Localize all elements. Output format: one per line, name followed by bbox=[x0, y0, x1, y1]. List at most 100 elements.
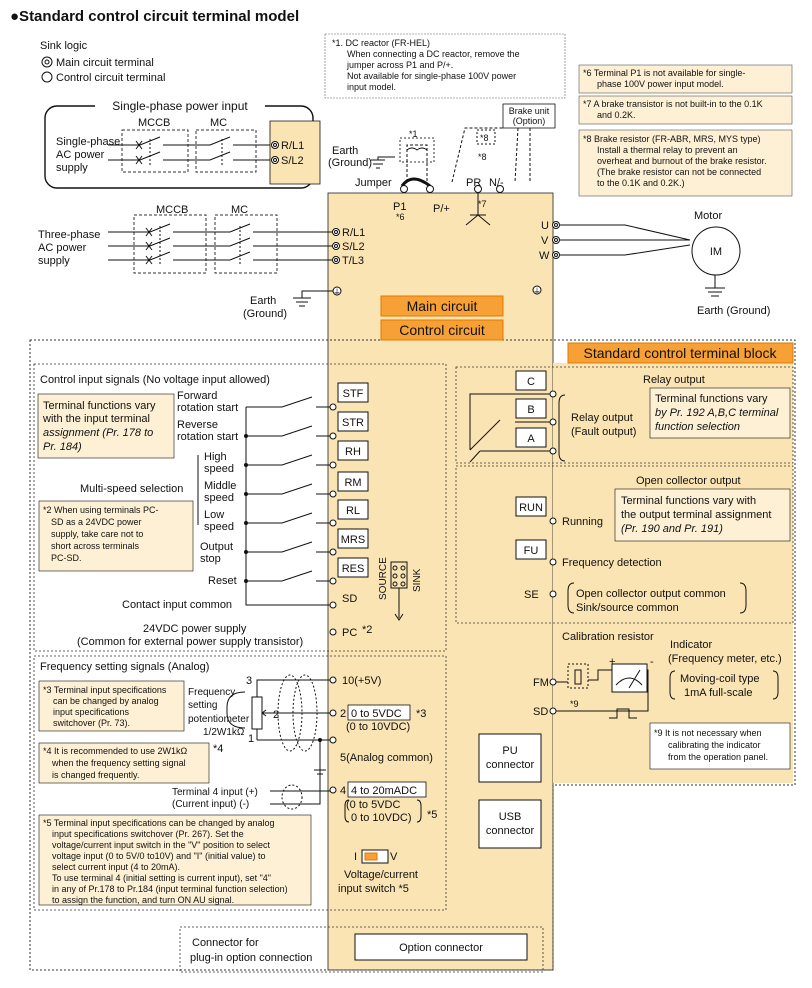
svg-text:(Ground): (Ground) bbox=[328, 157, 372, 169]
svg-text:can be changed by analog: can be changed by analog bbox=[53, 696, 159, 706]
svg-text:V: V bbox=[390, 851, 398, 863]
svg-text:C: C bbox=[527, 376, 535, 388]
jumper-bar bbox=[400, 177, 431, 188]
svg-text:by Pr. 192 A,B,C terminal: by Pr. 192 A,B,C terminal bbox=[655, 407, 779, 419]
svg-text:speed: speed bbox=[204, 463, 234, 475]
svg-text:MRS: MRS bbox=[341, 534, 365, 546]
r-l1-terminal-sp: R/L1 bbox=[281, 140, 304, 152]
svg-text:*8 Brake resistor (FR-ABR, MR: *8 Brake resistor (FR-ABR, MRS, MYS type… bbox=[583, 134, 761, 144]
t-l3-terminal: T/L3 bbox=[342, 255, 364, 267]
svg-text:Pr. 184): Pr. 184) bbox=[43, 441, 82, 453]
svg-text:4: 4 bbox=[340, 785, 346, 797]
svg-text:in any of Pr.178 to Pr.184 (in: in any of Pr.178 to Pr.184 (input termin… bbox=[52, 884, 288, 894]
svg-text:speed: speed bbox=[204, 521, 234, 533]
sink-label: SINK bbox=[412, 568, 423, 592]
svg-text:Earth: Earth bbox=[250, 295, 276, 307]
svg-text:Low: Low bbox=[204, 509, 224, 521]
im-label: IM bbox=[710, 246, 722, 258]
svg-text:Sink/source common: Sink/source common bbox=[576, 602, 679, 614]
earth-ground-top: Earth (Ground) bbox=[328, 145, 372, 169]
svg-text:(Common for external power sup: (Common for external power supply transi… bbox=[77, 636, 303, 648]
pot-label: Frequency setting potentiometer 1/2W1kΩ bbox=[188, 687, 250, 738]
svg-text:(Frequency meter, etc.): (Frequency meter, etc.) bbox=[668, 653, 782, 665]
svg-text:STR: STR bbox=[342, 417, 364, 429]
option-connector bbox=[354, 933, 528, 961]
terminal4-input-label: Terminal 4 input (+) (Current input) (-) bbox=[172, 787, 258, 810]
svg-text:connector: connector bbox=[486, 759, 535, 771]
three-phase-wires bbox=[108, 223, 333, 266]
svg-text:*1: *1 bbox=[409, 129, 418, 139]
input-terminal-labels: STF STR RH RM RL MRS RES bbox=[341, 388, 365, 575]
pc-terminal: PC bbox=[342, 627, 357, 639]
freq-detection-label: Frequency detection bbox=[562, 557, 662, 569]
brake-unit-label: Brake unit (Option) bbox=[509, 106, 550, 126]
v-terminal: V bbox=[541, 235, 549, 247]
svg-text:2: 2 bbox=[273, 709, 279, 721]
note-pc-sd: *2 When using terminals PC- SD as a 24VD… bbox=[43, 505, 159, 563]
svg-text:is changed frequently.: is changed frequently. bbox=[52, 770, 139, 780]
legend-control-terminal: Control circuit terminal bbox=[56, 72, 165, 84]
input-switch-wires bbox=[245, 396, 333, 606]
p-plus-terminal: P/+ bbox=[433, 203, 450, 215]
u-terminal: U bbox=[541, 220, 549, 232]
svg-text:(Option): (Option) bbox=[513, 116, 546, 126]
relay-output-box bbox=[455, 366, 794, 464]
svg-text:STF: STF bbox=[343, 388, 364, 400]
svg-text:RM: RM bbox=[344, 477, 361, 489]
svg-text:Contact input common: Contact input common bbox=[122, 599, 232, 611]
svg-text:stop: stop bbox=[200, 553, 221, 565]
page-title: ●Standard control circuit terminal model bbox=[10, 8, 299, 25]
t2-range: 0 to 5VDC bbox=[351, 708, 402, 720]
svg-text:Option connector: Option connector bbox=[399, 942, 483, 954]
svg-text:*8: *8 bbox=[478, 152, 487, 162]
jumper-label: Jumper bbox=[355, 177, 392, 189]
w-terminal: W bbox=[539, 250, 550, 262]
svg-text:*2: *2 bbox=[362, 624, 372, 636]
svg-text:Terminal 4 input (+): Terminal 4 input (+) bbox=[172, 787, 258, 798]
motor-wires bbox=[560, 224, 725, 297]
svg-text:Not available for single-phase: Not available for single-phase 100V powe… bbox=[347, 71, 516, 81]
plug-in-label: Connector for plug-in option connection bbox=[190, 937, 312, 964]
svg-text:input specifications: input specifications bbox=[53, 707, 130, 717]
svg-text:⏚: ⏚ bbox=[533, 287, 541, 296]
fm-terminal: FM bbox=[533, 677, 549, 689]
note-brake-resistor: *8 Brake resistor (FR-ABR, MRS, MYS type… bbox=[583, 134, 767, 188]
single-phase-wires bbox=[108, 136, 275, 166]
fu-terminal: FU bbox=[524, 545, 539, 557]
svg-text:RES: RES bbox=[342, 563, 365, 575]
input-function-note: Terminal functions vary with the input t… bbox=[42, 400, 156, 453]
n-minus-terminal: N/- bbox=[489, 177, 504, 189]
control-input-heading: Control input signals (No voltage input … bbox=[40, 374, 270, 386]
legend-heading: Sink logic bbox=[40, 40, 88, 52]
svg-text:supply: supply bbox=[56, 162, 88, 174]
svg-text:PU: PU bbox=[502, 745, 517, 757]
svg-text:-: - bbox=[650, 656, 654, 668]
svg-text:voltage input (0 to 5V/0 to10V: voltage input (0 to 5V/0 to10V) and "I" … bbox=[52, 851, 266, 861]
svg-text:input specifications switchove: input specifications switchover (Pr. 267… bbox=[52, 829, 244, 839]
terminal-block-label-box bbox=[567, 342, 794, 364]
svg-text:RL: RL bbox=[346, 505, 360, 517]
svg-text:A: A bbox=[527, 433, 535, 445]
control-circuit-label: Control circuit bbox=[399, 322, 485, 338]
svg-text:(Fault output): (Fault output) bbox=[571, 426, 636, 438]
svg-text:*5 Terminal input specificatio: *5 Terminal input specifications can be … bbox=[43, 818, 275, 828]
svg-text:Earth: Earth bbox=[332, 145, 358, 157]
open-collector-function-note: Terminal functions vary with the output … bbox=[621, 495, 771, 535]
pu-connector bbox=[478, 733, 542, 783]
input-signal-labels: Forward rotation start Reverse rotation … bbox=[80, 390, 238, 611]
svg-text:overheat and burnout of the br: overheat and burnout of the brake resist… bbox=[597, 156, 767, 166]
svg-text:Brake unit: Brake unit bbox=[509, 106, 550, 116]
svg-text:1/2W1kΩ: 1/2W1kΩ bbox=[203, 727, 245, 738]
relay-output-heading: Relay output bbox=[643, 374, 705, 386]
note-brake-transistor: *7 A brake transistor is not built-in to… bbox=[583, 99, 763, 120]
svg-text:and 0.2K.: and 0.2K. bbox=[597, 110, 636, 120]
svg-text:Connector for: Connector for bbox=[192, 937, 259, 949]
svg-text:PC-SD.: PC-SD. bbox=[51, 553, 82, 563]
svg-text:*3 Terminal input specificatio: *3 Terminal input specifications bbox=[43, 685, 167, 695]
svg-text:3: 3 bbox=[246, 675, 252, 687]
svg-text:High: High bbox=[204, 451, 227, 463]
indicator-label: Indicator (Frequency meter, etc.) bbox=[668, 639, 782, 665]
svg-text:*3: *3 bbox=[416, 708, 426, 720]
svg-text:assignment (Pr. 178 to: assignment (Pr. 178 to bbox=[43, 427, 153, 439]
